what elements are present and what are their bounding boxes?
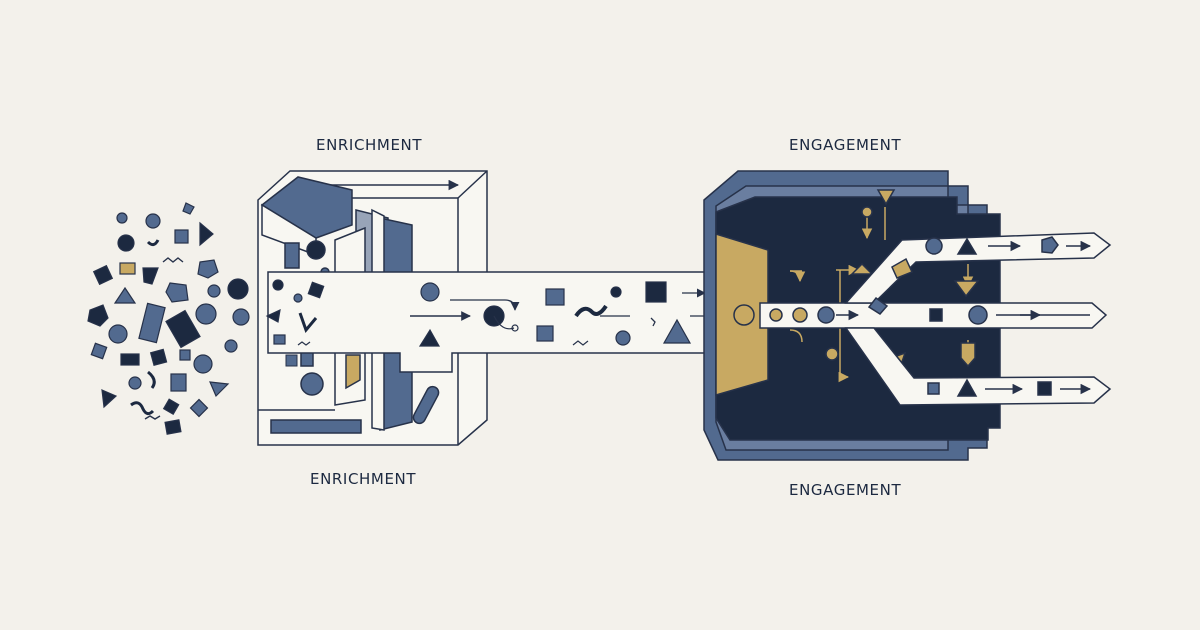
data-stream-icon (265, 271, 757, 373)
enrichment-title-bottom: ENRICHMENT (310, 470, 417, 488)
output-arrow-icon (733, 232, 1112, 406)
enrichment-title-top: ENRICHMENT (316, 136, 423, 154)
engagement-title-bottom: ENGAGEMENT (789, 481, 902, 499)
engagement-title-top: ENGAGEMENT (789, 136, 902, 154)
scattered-shapes-icon (87, 202, 250, 435)
